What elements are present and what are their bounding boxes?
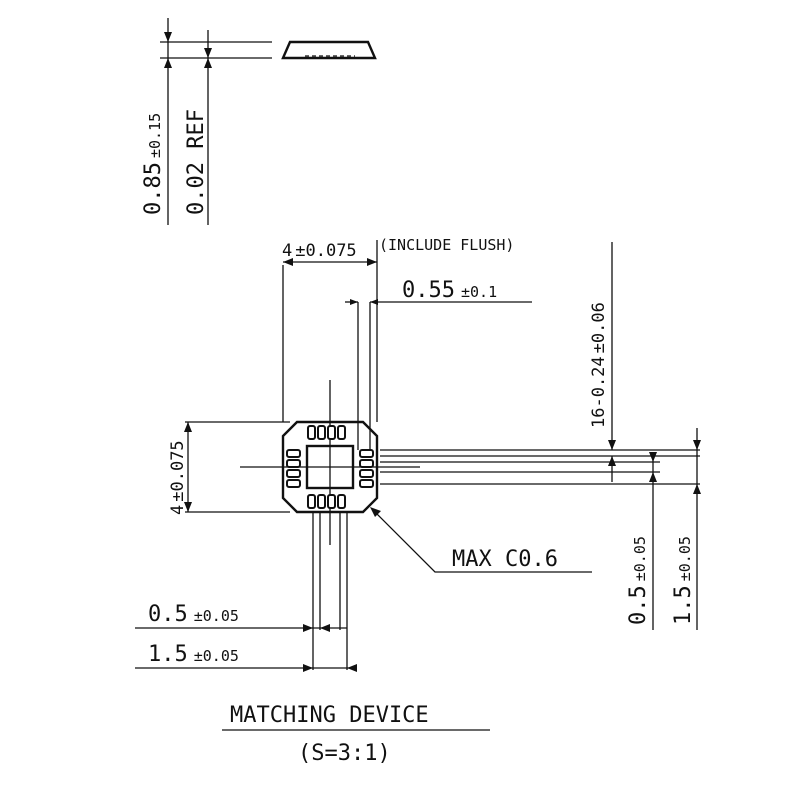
body-width-label: 4±0.075 [282,241,357,261]
total-height-label: 0.85±0.15 [141,113,166,215]
package-outline [281,420,379,514]
include-flush-label: (INCLUDE FLUSH) [379,236,514,254]
body-width-dimension [282,240,378,422]
ref-height-label: 0.02 REF [184,109,209,215]
body-height-label: 4±0.075 [168,440,188,515]
pads-top [307,425,346,440]
body-height-dimension [184,421,290,513]
left-dim-b-label: 1.5±0.05 [148,642,239,667]
right-dim-a-label: 0.5±0.05 [626,536,651,625]
side-view [160,18,377,225]
right-dim-b-label: 1.5±0.05 [671,536,696,625]
chamfer-label: MAX C0.6 [452,547,558,572]
package-top-view [240,380,420,545]
chamfer-callout [370,507,592,573]
caption-title: MATCHING DEVICE [230,703,429,728]
pad-pitch-dimension [345,299,532,450]
left-dim-a-label: 0.5±0.05 [148,602,239,627]
pads-left [286,449,301,488]
right-dimensions [380,428,701,630]
pads-right [359,449,374,488]
pad-pitch-label: 0.55±0.1 [402,278,497,303]
package-side-profile [281,40,377,60]
lead-width-label: 16-0.24±0.06 [589,302,609,428]
lead-width-dimension [380,242,700,482]
bottom-dimensions [135,512,357,672]
caption-scale: (S=3:1) [298,741,391,766]
pads-bottom [307,494,346,509]
